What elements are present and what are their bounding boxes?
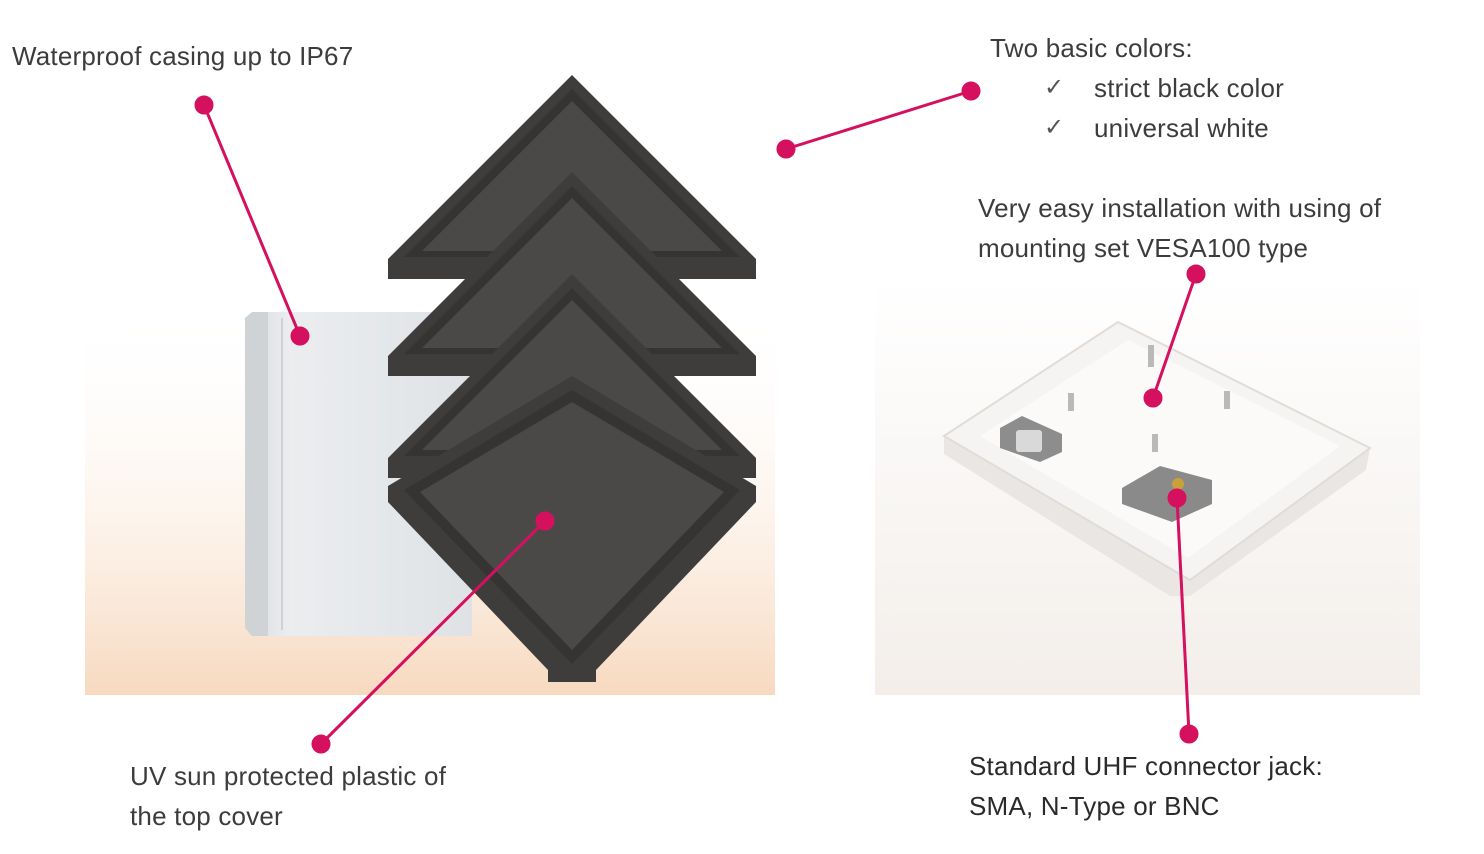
colors-item-black: ✓ strict black color [1044, 68, 1284, 108]
antenna-casing-stack [388, 75, 756, 682]
waterproof-callout-text: Waterproof casing up to IP67 [12, 41, 354, 71]
colors-item-label: strict black color [1094, 73, 1284, 103]
callout-leaders [194, 81, 1206, 754]
antenna-casing-1 [388, 376, 756, 682]
uv-line-2: the top cover [130, 801, 283, 831]
installation-line-2: mounting set VESA100 type [978, 233, 1309, 263]
mounting-plate [942, 320, 1372, 596]
colors-item-white: ✓ universal white [1044, 108, 1284, 148]
installation-callout: Very easy installation with using of mou… [978, 188, 1381, 268]
checkmark-icon: ✓ [1044, 114, 1065, 141]
connector-line-1: Standard UHF connector jack: [969, 751, 1323, 781]
uv-target-dot [535, 511, 555, 531]
installation-line-1: Very easy installation with using of [978, 193, 1382, 223]
uv-callout: UV sun protected plastic of the top cove… [130, 756, 446, 836]
connector-callout-dot [1179, 724, 1199, 744]
waterproof-callout-dot [194, 95, 214, 115]
installation-callout-dot [1186, 264, 1206, 284]
connector-target-dot [1167, 488, 1187, 508]
installation-target-dot [1143, 388, 1163, 408]
colors-callout-title: Two basic colors: [990, 33, 1193, 63]
connector-callout: Standard UHF connector jack: SMA, N-Type… [969, 746, 1323, 826]
waterproof-target-dot [290, 326, 310, 346]
connector-line-2: SMA, N-Type or BNC [969, 791, 1220, 821]
uv-callout-dot [311, 734, 331, 754]
colors-target-dot [776, 139, 796, 159]
colors-callout-dot [961, 81, 981, 101]
waterproof-box [245, 312, 472, 636]
colors-callout: Two basic colors: ✓ strict black color ✓… [990, 28, 1284, 148]
colors-item-label: universal white [1094, 113, 1269, 143]
uv-line-1: UV sun protected plastic of [130, 761, 447, 791]
checkmark-icon: ✓ [1044, 74, 1065, 101]
